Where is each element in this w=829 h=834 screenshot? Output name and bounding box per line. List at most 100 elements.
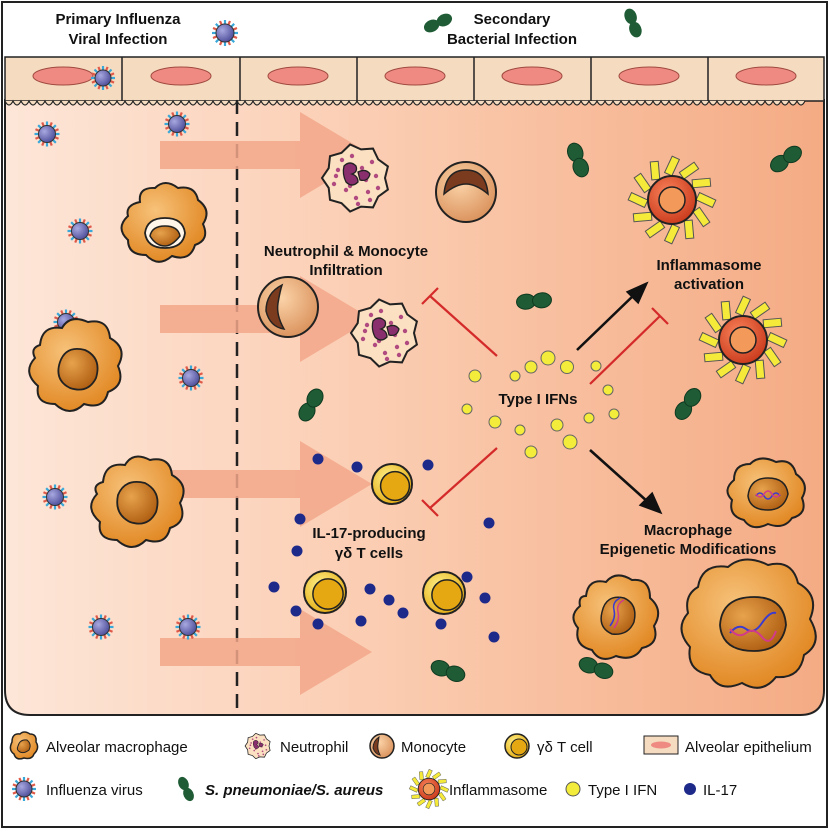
il17-dot <box>364 583 376 595</box>
ifn-dot <box>468 369 482 383</box>
il17-dot <box>355 615 367 627</box>
legend-virus-label: Influenza virus <box>46 782 143 799</box>
legend-type1-ifn-label: Type I IFN <box>588 782 657 799</box>
legend-epithelium-icon <box>643 735 679 755</box>
il17-dot <box>383 594 395 606</box>
il17-dot <box>294 513 306 525</box>
il17-dot <box>312 618 324 630</box>
il17-dot <box>488 631 500 643</box>
header-virus-icon <box>212 20 238 46</box>
activate-macrophage-epigenetics <box>589 449 663 515</box>
alveolar-macrophage <box>572 574 660 660</box>
inflammasome <box>698 295 788 385</box>
legend-influenza-virus-icon <box>12 777 36 801</box>
secondary-infection-subtitle: Bacterial Infection <box>447 31 577 48</box>
header-bacteria-icon <box>624 8 642 38</box>
bacteria <box>298 142 802 682</box>
il17-molecules <box>268 453 500 643</box>
inhibit-gd-t-cells <box>421 447 498 517</box>
type1-ifns-label: Type I IFNs <box>499 391 578 408</box>
primary-infection-subtitle: Viral Infection <box>69 31 168 48</box>
ifn-dot <box>514 424 526 436</box>
il17-dot <box>483 517 495 529</box>
gamma-delta-t-cells <box>303 463 466 615</box>
il17-dot <box>268 581 280 593</box>
ifn-dot <box>540 350 556 366</box>
inhibit-neutrophil-infiltration <box>421 287 498 357</box>
influenza-virus <box>88 614 114 640</box>
alveolar-macrophage <box>120 182 208 263</box>
inflammasome-label: Inflammasome <box>656 257 761 274</box>
il17-dot <box>435 618 447 630</box>
arrow-4 <box>160 609 372 695</box>
il17-dot <box>397 607 409 619</box>
legend-type1-ifn-icon <box>565 781 581 797</box>
legend-monocyte-label: Monocyte <box>401 739 466 756</box>
secondary-infection-title: Secondary <box>474 11 551 28</box>
il17-dot <box>461 571 473 583</box>
ifn-dot <box>590 360 602 372</box>
macrophage-epigenetic-label: Macrophage <box>644 522 732 539</box>
ifn-dot <box>488 415 502 429</box>
ifn-dot <box>524 360 538 374</box>
alveolar-macrophage <box>28 318 123 412</box>
inflammasome-label-2: activation <box>674 276 744 293</box>
influenza-virus <box>178 365 204 391</box>
bacterium <box>298 388 324 422</box>
monocyte <box>257 276 319 338</box>
il17-t-cells-label-2: γδ T cells <box>335 545 403 562</box>
inflammasome <box>627 155 717 245</box>
legend-gd-t-cell-icon <box>504 733 530 759</box>
alveolar-macrophage <box>90 455 185 548</box>
ifn-dot <box>602 384 614 396</box>
neutrophil <box>349 298 419 368</box>
bacterium <box>567 142 589 178</box>
bacterium <box>516 292 552 310</box>
bacterium <box>770 145 802 173</box>
il17-t-cells-label: IL-17-producing <box>312 525 425 542</box>
legend-inflammasome-label: Inflammasome <box>449 782 547 799</box>
legend-il17-icon <box>684 783 696 795</box>
alveolar-macrophage <box>726 457 806 529</box>
ifn-dot <box>608 408 620 420</box>
gamma-delta-t-cell <box>303 570 347 614</box>
bacterium <box>430 660 466 682</box>
legend-inflammasome-icon <box>408 768 450 810</box>
legend-il17-label: IL-17 <box>703 782 737 799</box>
legend-neutrophil-icon <box>244 732 271 760</box>
il17-dot <box>479 592 491 604</box>
il17-dot <box>291 545 303 557</box>
ifn-dot <box>560 360 574 374</box>
influenza-virus <box>91 66 115 90</box>
gamma-delta-t-cell <box>422 571 466 615</box>
ifn-dot <box>583 412 595 424</box>
alveolar-macrophage <box>680 558 817 689</box>
neutrophil <box>320 143 390 213</box>
legend-monocyte-icon <box>369 733 395 759</box>
primary-infection-title: Primary Influenza <box>55 11 181 28</box>
influenza-virus <box>42 484 68 510</box>
influenza-virus <box>164 111 190 137</box>
regulation-arrows <box>421 281 669 517</box>
ifn-dot <box>509 370 521 382</box>
legend-epithelium-label: Alveolar epithelium <box>685 739 812 756</box>
ifn-dot <box>550 418 564 432</box>
il17-dot <box>312 453 324 465</box>
ifn-dot <box>562 434 578 450</box>
legend-bacteria-icon <box>178 776 194 802</box>
legend-macrophage-icon <box>9 731 39 760</box>
legend-macrophage-label: Alveolar macrophage <box>46 739 188 756</box>
il17-dot <box>290 605 302 617</box>
type1-ifn-molecules <box>461 350 620 459</box>
influenza-virus <box>67 218 93 244</box>
influenza-virus <box>34 121 60 147</box>
alveolar-epithelium <box>4 56 825 106</box>
inhibit-inflammasome <box>589 307 669 385</box>
macrophage-epigenetic-label-2: Epigenetic Modifications <box>600 541 777 558</box>
bacterium <box>578 657 614 679</box>
bacterium <box>674 388 702 420</box>
il17-dot <box>351 461 363 473</box>
ifn-dot <box>524 445 538 459</box>
